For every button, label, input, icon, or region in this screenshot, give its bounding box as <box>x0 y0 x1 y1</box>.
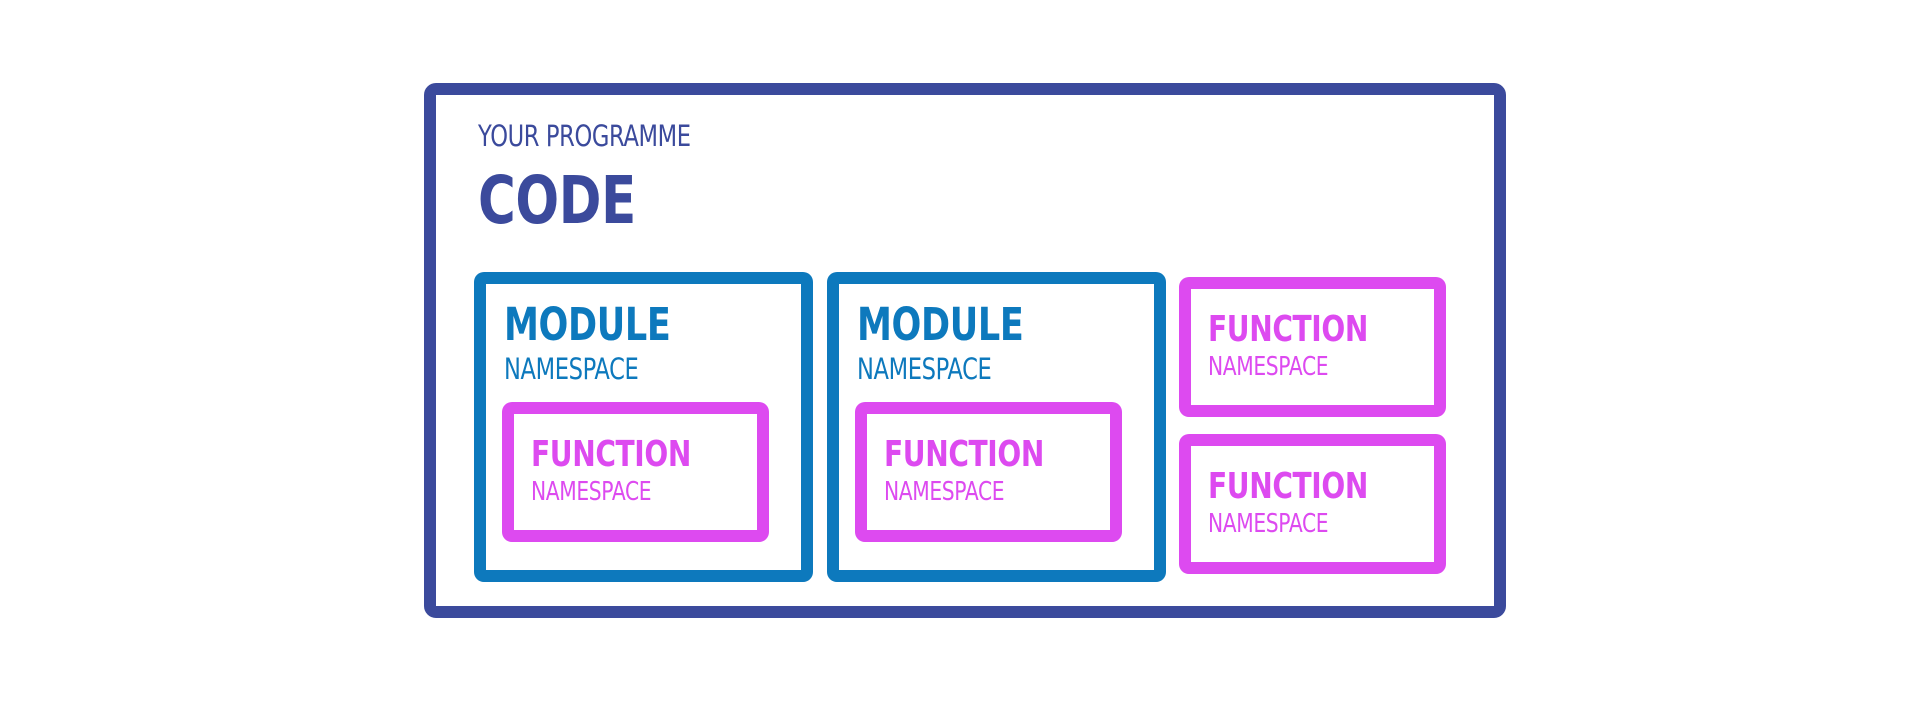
module-box-1 <box>474 272 813 582</box>
programme-box <box>424 83 1506 618</box>
module-1-namespace: NAMESPACE <box>504 352 639 386</box>
module-box-2 <box>827 272 1166 582</box>
function-2-namespace: NAMESPACE <box>1208 509 1329 539</box>
module-2-namespace: NAMESPACE <box>857 352 992 386</box>
module-2-function-namespace: NAMESPACE <box>884 477 1005 507</box>
function-box-1 <box>1179 277 1446 417</box>
function-box-2 <box>1179 434 1446 574</box>
module-2-title: MODULE <box>857 298 1024 351</box>
module-2-function-title: FUNCTION <box>884 434 1044 475</box>
function-1-title: FUNCTION <box>1208 309 1368 350</box>
module-1-function-title: FUNCTION <box>531 434 691 475</box>
programme-caption: YOUR PROGRAMME <box>478 119 691 153</box>
module-1-function-namespace: NAMESPACE <box>531 477 652 507</box>
module-2-function-box <box>855 402 1122 542</box>
module-1-title: MODULE <box>504 298 671 351</box>
module-1-function-box <box>502 402 769 542</box>
function-1-namespace: NAMESPACE <box>1208 352 1329 382</box>
function-2-title: FUNCTION <box>1208 466 1368 507</box>
code-title: CODE <box>478 162 636 239</box>
